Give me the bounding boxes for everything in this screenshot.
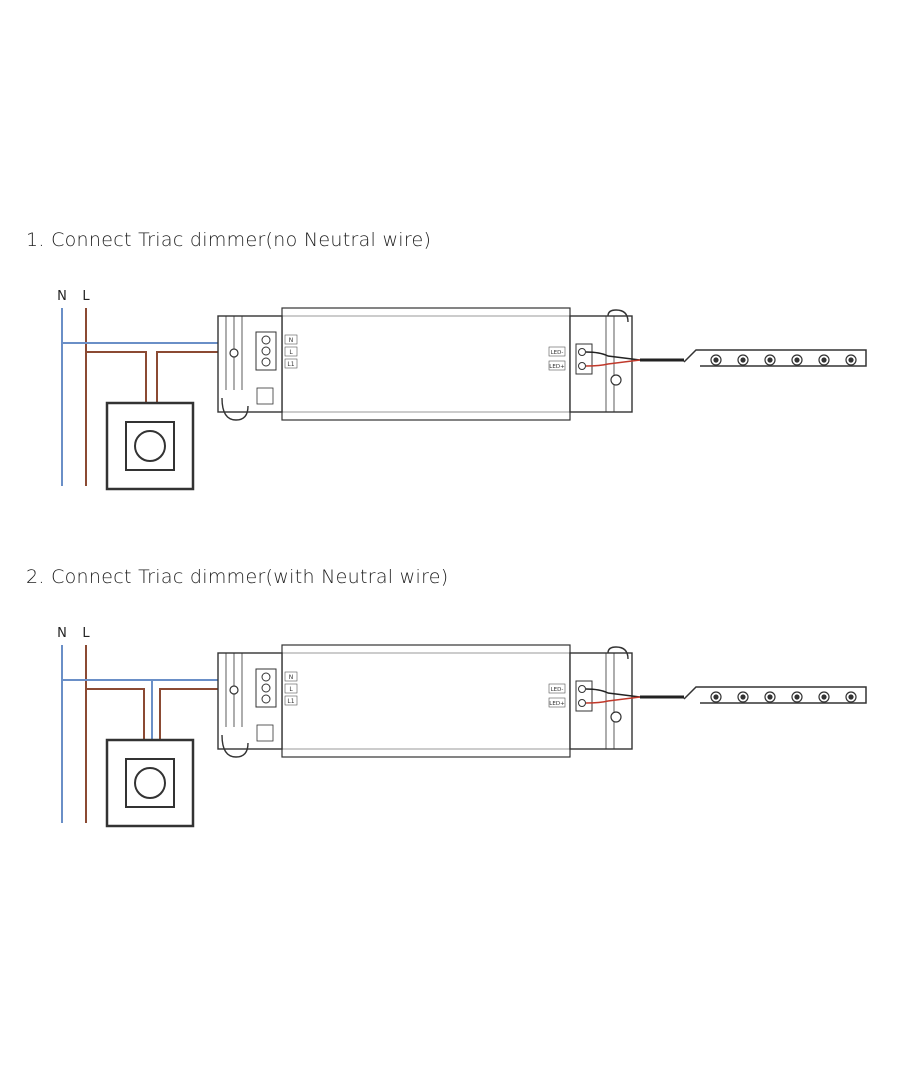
section-2-title: 2. Connect Triac dimmer(with Neutral wir… bbox=[26, 566, 449, 588]
section-1-title: 1. Connect Triac dimmer(no Neutral wire) bbox=[26, 229, 432, 251]
output-wires bbox=[585, 688, 684, 704]
input-terminal-labels: N L L1 bbox=[284, 334, 298, 369]
live-to-dimmer-wire bbox=[86, 351, 147, 403]
output-terminal-labels: LED- LED+ bbox=[548, 683, 566, 708]
led-positive-wire bbox=[585, 359, 641, 367]
terminal-led-minus-label: LED- bbox=[551, 350, 564, 356]
led-strip-icon bbox=[683, 349, 867, 367]
terminal-l1-label: L1 bbox=[287, 361, 294, 368]
led-negative-wire bbox=[585, 688, 641, 698]
dimmer-to-driver-wire bbox=[159, 688, 232, 740]
input-terminal-labels: N L L1 bbox=[284, 671, 298, 706]
terminal-n-label: N bbox=[289, 674, 294, 681]
rotary-dimmer-icon bbox=[105, 401, 195, 491]
rotary-dimmer-icon bbox=[105, 738, 195, 828]
output-wires bbox=[585, 351, 684, 367]
led-driver-icon bbox=[217, 307, 633, 421]
led-negative-wire bbox=[585, 351, 641, 361]
neutral-label: N bbox=[57, 289, 67, 304]
neutral-label: N bbox=[57, 626, 67, 641]
terminal-n-label: N bbox=[289, 337, 294, 344]
live-label: L bbox=[82, 289, 90, 304]
led-driver-icon bbox=[217, 644, 633, 758]
terminal-led-plus-label: LED+ bbox=[549, 364, 565, 370]
terminal-l1-label: L1 bbox=[287, 698, 294, 705]
terminal-led-plus-label: LED+ bbox=[549, 701, 565, 707]
live-to-dimmer-wire bbox=[86, 688, 145, 740]
terminal-l-label: L bbox=[289, 686, 293, 693]
mains-wires bbox=[61, 308, 264, 486]
dimmer-to-driver-wire bbox=[156, 351, 232, 403]
wiring-diagram-no-neutral: N L N bbox=[57, 289, 867, 491]
terminal-l-label: L bbox=[289, 349, 293, 356]
led-strip-icon bbox=[683, 686, 867, 704]
output-terminal-labels: LED- LED+ bbox=[548, 346, 566, 371]
led-positive-wire bbox=[585, 696, 641, 704]
wiring-diagram-with-neutral: N L N bbox=[57, 626, 867, 828]
terminal-led-minus-label: LED- bbox=[551, 687, 564, 693]
live-label: L bbox=[82, 626, 90, 641]
